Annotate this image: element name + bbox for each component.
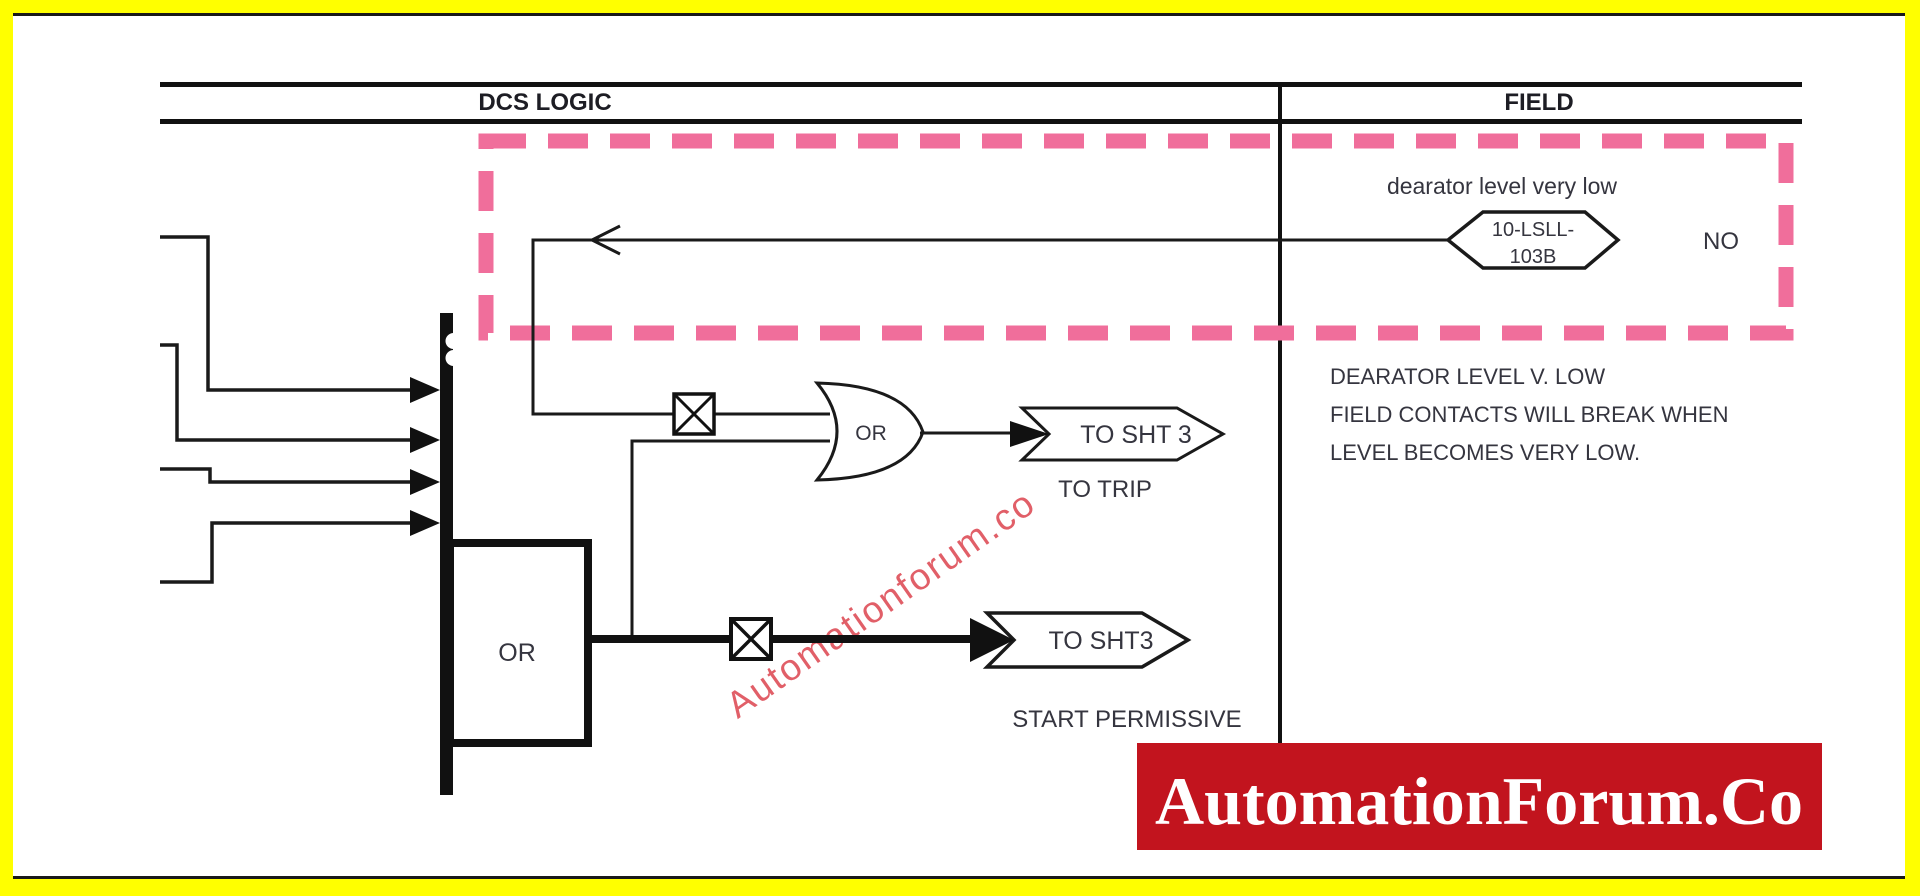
trip-flag-label: TO SHT 3 <box>1080 421 1192 449</box>
field-note-line1: DEARATOR LEVEL V. LOW <box>1330 364 1605 389</box>
field-header: FIELD <box>1504 89 1573 116</box>
permissive-caption: START PERMISSIVE <box>1012 706 1241 733</box>
bus-arrowhead-icon <box>410 427 440 453</box>
bus-break-mark-icon <box>445 333 462 349</box>
dcs-field-divider <box>1278 82 1282 743</box>
trip-arrowhead-icon <box>1010 421 1049 447</box>
bus-break-mark-icon <box>445 350 462 366</box>
contact-state-label: NO <box>1703 228 1739 255</box>
or-gate <box>813 381 925 482</box>
cross-block-2-x-icon <box>729 617 773 661</box>
trip-caption: TO TRIP <box>1058 476 1152 503</box>
or-block-label: OR <box>498 639 536 667</box>
instrument-tag-hexagon <box>1445 210 1621 270</box>
header-rule-bottom <box>160 119 1802 124</box>
brand-banner <box>1137 743 1822 850</box>
or-block <box>446 539 592 747</box>
highlight-dashed-box <box>478 133 1794 341</box>
page-background <box>13 13 1905 879</box>
brand-banner-text: AutomationForum.Co <box>1155 763 1803 839</box>
or-gate-label: OR <box>855 422 887 445</box>
page-top-rule <box>13 13 1905 16</box>
permissive-flag-label: TO SHT3 <box>1048 627 1153 655</box>
field-signal-line <box>531 238 1448 416</box>
field-signal-description: dearator level very low <box>1387 173 1617 199</box>
instrument-tag-line1: 10-LSLL- <box>1492 219 1574 241</box>
header-rule-top <box>160 82 1802 87</box>
feeder-line-1 <box>160 235 414 392</box>
page-bottom-rule <box>13 876 1905 879</box>
instrument-tag-line2: 103B <box>1510 246 1557 268</box>
bus-arrowhead-icon <box>410 469 440 495</box>
bus-arrowhead-icon <box>410 377 440 403</box>
cross-block-1-x-icon <box>672 392 716 436</box>
permissive-arrowhead-icon <box>970 618 1014 662</box>
feeder-line-3 <box>160 467 414 484</box>
signal-direction-arrow-icon <box>588 224 621 256</box>
feeder-line-4 <box>160 521 414 584</box>
field-note-line3: LEVEL BECOMES VERY LOW. <box>1330 440 1640 465</box>
dcs-logic-header: DCS LOGIC <box>478 89 611 116</box>
or-gate-input2-line <box>630 439 830 639</box>
field-note-line2: FIELD CONTACTS WILL BREAK WHEN <box>1330 402 1729 427</box>
bus-arrowhead-icon <box>410 510 440 536</box>
feeder-line-2 <box>160 343 414 442</box>
